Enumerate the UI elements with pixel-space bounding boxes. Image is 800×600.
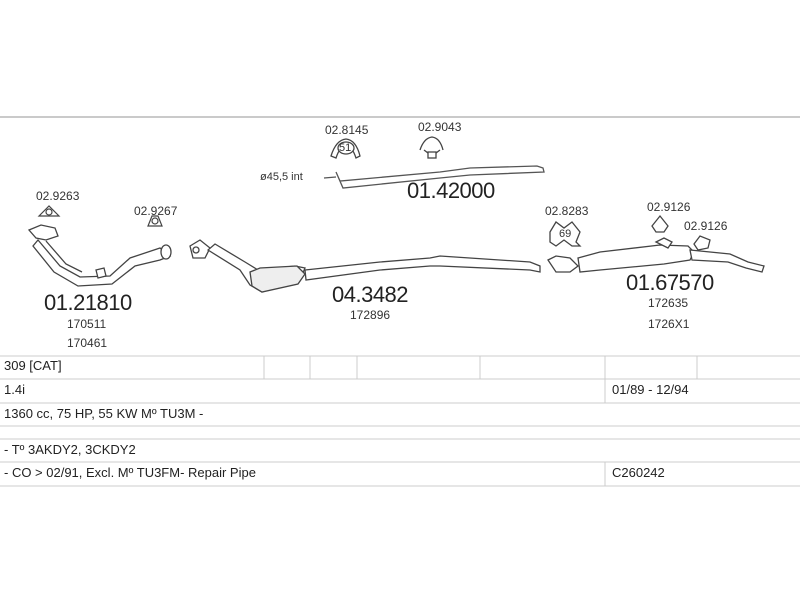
- clamp-badge-1: 51: [339, 142, 352, 154]
- rear-box-ref-1: 172635: [648, 296, 689, 310]
- fitment-note: - CO > 02/91, Excl. Mº TU3FM- Repair Pip…: [4, 465, 256, 480]
- part-code-clamp-3[interactable]: 02.8283: [545, 204, 589, 218]
- part-code-rubber-1[interactable]: 02.9126: [647, 200, 691, 214]
- clamp-badge-2: 69: [559, 228, 572, 240]
- part-code-tail-pipe[interactable]: 01.42000: [407, 178, 495, 203]
- part-code-rubber-2[interactable]: 02.9126: [684, 219, 728, 233]
- part-code-gasket-2[interactable]: 02.9267: [134, 204, 178, 218]
- diameter-note: ø45,5 int: [260, 171, 303, 183]
- part-code-clamp-1[interactable]: 02.8145: [325, 123, 369, 137]
- rubber-mount-drawing-1: [651, 214, 669, 233]
- part-code-catalyst[interactable]: 04.3482: [332, 282, 409, 307]
- engine-spec: 1360 cc, 75 HP, 55 KW Mº TU3M -: [4, 406, 204, 421]
- catalog-ref: C260242: [612, 465, 665, 480]
- spec-table-lines: [0, 355, 800, 487]
- front-pipe-ref-2: 170461: [67, 336, 108, 350]
- clamp-drawing-3: [549, 221, 582, 247]
- rear-box-ref-2: 1726X1: [648, 317, 690, 331]
- part-code-gasket-1[interactable]: 02.9263: [36, 189, 80, 203]
- production-years: 01/89 - 12/94: [612, 382, 689, 397]
- part-code-clamp-2[interactable]: 02.9043: [418, 120, 462, 134]
- catalyst-ref: 172896: [350, 308, 391, 322]
- rear-box-drawing: [547, 237, 765, 273]
- gasket-drawing-1: [37, 205, 61, 217]
- engine-name: 1.4i: [4, 382, 25, 397]
- part-code-rear-box[interactable]: 01.67570: [626, 270, 714, 295]
- rubber-mount-drawing-2: [693, 235, 711, 251]
- tail-pipe-drawing: [323, 165, 545, 189]
- gasket-drawing-2: [147, 215, 163, 227]
- clamp-drawing-1: [330, 138, 361, 159]
- clamp-drawing-2: [419, 136, 444, 159]
- part-code-front-pipe[interactable]: 01.21810: [44, 290, 132, 315]
- front-pipe-ref-1: 170511: [67, 317, 107, 331]
- engine-types: - Tº 3AKDY2, 3CKDY2: [4, 442, 136, 457]
- model-name: 309 [CAT]: [4, 358, 62, 373]
- front-pipe-drawing: [27, 224, 172, 287]
- catalyst-drawing: [189, 239, 541, 293]
